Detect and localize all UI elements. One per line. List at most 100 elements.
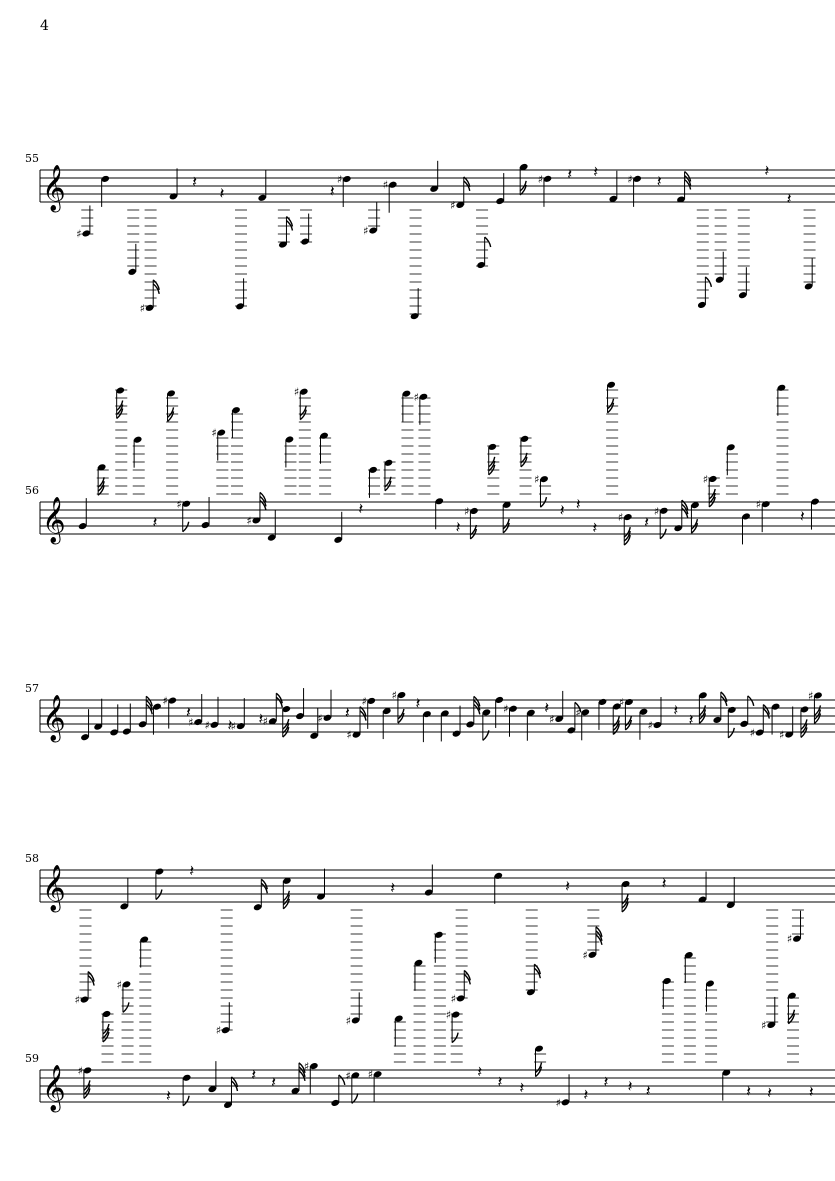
- notehead: [110, 729, 119, 736]
- notehead: [793, 935, 801, 942]
- flag: [116, 404, 124, 416]
- notehead: [466, 721, 475, 728]
- flag: [102, 1031, 110, 1043]
- notehead: [352, 731, 361, 738]
- rest-icon: 𝄽: [358, 499, 363, 518]
- flag: [502, 522, 510, 534]
- notehead: [456, 201, 465, 208]
- rest-icon: 𝄽: [456, 518, 461, 537]
- flag: [359, 706, 367, 717]
- system-56: 𝄞𝄽♯♯♯♯𝄽♯𝄽♯♯𝄽𝄽𝄽♯𝄽♯♯♯𝄽: [39, 381, 835, 546]
- flag: [623, 526, 631, 538]
- rest-icon: 𝄽: [189, 861, 194, 880]
- notehead: [201, 521, 210, 529]
- notehead: [140, 936, 149, 943]
- notehead: [351, 1072, 360, 1079]
- flag: [116, 400, 124, 412]
- flag: [83, 1080, 91, 1091]
- sharp-icon: ♯: [549, 713, 554, 726]
- sharp-icon: ♯: [140, 302, 145, 315]
- notehead: [410, 313, 419, 320]
- flag: [286, 219, 294, 231]
- flag: [259, 491, 267, 503]
- notehead: [540, 476, 548, 483]
- rest-icon: 𝄽: [767, 1083, 772, 1102]
- sharp-icon: ♯: [647, 719, 652, 732]
- sharp-icon: ♯: [117, 978, 122, 991]
- notehead: [309, 1063, 318, 1070]
- flag: [231, 1076, 239, 1088]
- rest-icon: 𝄽: [764, 161, 769, 180]
- notehead: [633, 175, 642, 182]
- flag: [813, 705, 822, 716]
- notehead: [382, 708, 391, 715]
- notehead: [182, 500, 191, 507]
- sharp-icon: ♯: [317, 712, 322, 725]
- sharp-icon: ♯: [162, 695, 167, 708]
- flag: [520, 456, 528, 468]
- notehead: [697, 301, 706, 308]
- flag: [612, 716, 620, 728]
- flag: [690, 519, 699, 530]
- notehead: [430, 185, 438, 192]
- notehead: [94, 723, 102, 730]
- rest-icon: 𝄽: [271, 1072, 276, 1091]
- flag: [359, 710, 367, 721]
- flag: [488, 460, 496, 472]
- measure-number: 58: [25, 852, 39, 865]
- rest-icon: 𝄽: [593, 162, 598, 181]
- flag: [704, 276, 713, 288]
- flag: [535, 1066, 543, 1078]
- flag: [473, 695, 481, 707]
- notehead: [663, 977, 671, 985]
- flag: [762, 708, 770, 719]
- notehead: [83, 1067, 92, 1074]
- flag: [384, 476, 392, 488]
- flag: [681, 503, 689, 515]
- notehead: [722, 1069, 731, 1076]
- notehead: [320, 432, 328, 439]
- flag: [800, 723, 808, 734]
- notehead: [456, 995, 465, 1002]
- notehead: [208, 1086, 217, 1093]
- rest-icon: 𝄽: [646, 1081, 651, 1100]
- system-59: 𝄞♯♯𝄽𝄽𝄽♯♯♯♯𝄽𝄽𝄽♯𝄽𝄽𝄽𝄽𝄽𝄽𝄽: [39, 931, 835, 1113]
- sharp-icon: ♯: [451, 992, 456, 1005]
- notehead: [210, 721, 219, 728]
- flag: [813, 713, 822, 724]
- rest-icon: 𝄽: [258, 709, 263, 728]
- flag: [800, 719, 808, 730]
- flag: [155, 889, 163, 901]
- notehead: [738, 292, 747, 299]
- rest-icon: 𝄽: [628, 1077, 633, 1096]
- flag: [624, 715, 633, 727]
- notehead: [414, 959, 423, 966]
- rest-icon: 𝄽: [746, 1081, 751, 1100]
- notehead: [520, 435, 529, 442]
- flag: [286, 215, 294, 227]
- notehead: [258, 194, 267, 201]
- notehead: [482, 709, 491, 716]
- flag: [533, 967, 542, 979]
- rest-icon: 𝄽: [251, 1065, 256, 1084]
- notehead: [169, 193, 178, 200]
- flag: [681, 499, 689, 511]
- notehead: [659, 507, 668, 514]
- notehead: [502, 501, 511, 508]
- notehead: [369, 466, 377, 473]
- flag: [533, 963, 542, 975]
- rest-icon: 𝄽: [345, 703, 350, 722]
- notehead: [283, 877, 291, 884]
- notehead: [97, 464, 106, 471]
- flag: [97, 485, 105, 496]
- notehead: [122, 981, 131, 988]
- notehead: [684, 952, 693, 959]
- notehead: [278, 241, 287, 248]
- flag: [621, 893, 629, 905]
- rest-icon: 𝄽: [560, 500, 565, 519]
- flag: [698, 709, 707, 720]
- flag: [167, 407, 175, 418]
- rest-icon: 𝄽: [662, 873, 667, 892]
- sharp-icon: ♯: [188, 716, 193, 729]
- notehead: [785, 731, 793, 738]
